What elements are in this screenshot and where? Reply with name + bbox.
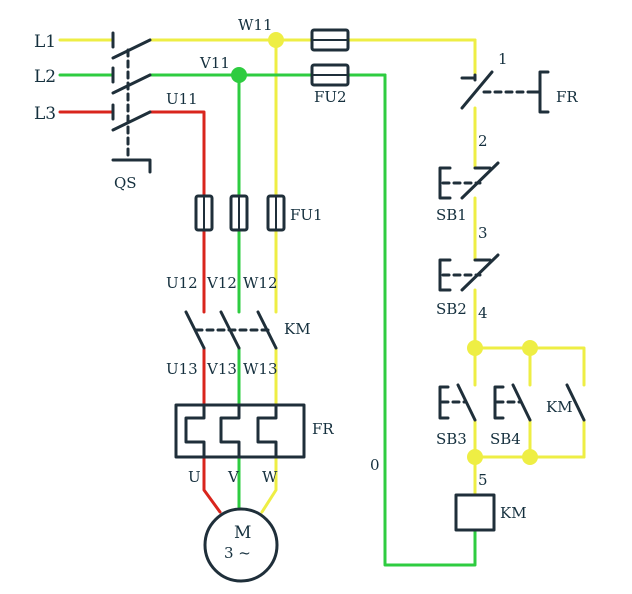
motor	[203, 507, 279, 583]
wires-l3	[58, 110, 222, 514]
label-l3: L3	[34, 104, 56, 124]
km-aux-contact	[565, 383, 586, 422]
label-fr-main: FR	[312, 420, 334, 438]
label-qs: QS	[114, 174, 137, 192]
label-zero: 0	[370, 456, 380, 474]
wire-w-motor	[260, 455, 278, 514]
label-w13: W13	[243, 360, 278, 378]
label-sb4: SB4	[490, 430, 521, 448]
label-v11: V11	[199, 54, 230, 72]
wire-neutral-return	[383, 73, 477, 567]
junction-node4-right	[522, 340, 538, 356]
label-node2: 2	[478, 132, 488, 150]
junction-node4-left	[467, 340, 483, 356]
label-node5: 5	[478, 471, 488, 489]
wire-u-motor	[202, 455, 222, 514]
sb3-button	[438, 383, 477, 422]
label-w: W	[262, 468, 278, 486]
label-u11: U11	[166, 90, 198, 108]
label-u: U	[188, 468, 201, 486]
fu1-fuses	[194, 194, 286, 232]
fu2-fuses	[310, 28, 350, 87]
label-km-aux: KM	[546, 398, 573, 416]
label-fu2: FU2	[314, 88, 347, 106]
label-sb1: SB1	[436, 206, 467, 224]
label-sb2: SB2	[436, 300, 467, 318]
label-v13: V13	[206, 360, 237, 378]
sb4-button	[493, 383, 532, 422]
wires-l1	[58, 38, 477, 514]
label-w11: W11	[238, 16, 273, 34]
label-node1: 1	[498, 50, 508, 68]
km-main-contacts	[184, 310, 278, 350]
junction-node5-right	[522, 449, 538, 465]
fr-thermal-relay	[174, 403, 306, 459]
label-u13: U13	[166, 360, 198, 378]
junction-w11	[268, 32, 284, 48]
label-fr-ctrl: FR	[556, 88, 578, 106]
label-km-main: KM	[284, 320, 311, 338]
km-coil	[454, 493, 496, 532]
label-v: V	[227, 468, 240, 486]
junction-node5-left	[467, 449, 483, 465]
label-motor-m: M	[234, 523, 251, 543]
qs-switch	[111, 31, 152, 174]
wire-u11	[148, 110, 206, 198]
label-u12: U12	[166, 274, 198, 292]
label-l2: L2	[34, 67, 56, 87]
label-l1: L1	[34, 32, 56, 52]
label-km-coil: KM	[500, 504, 527, 522]
label-fu1: FU1	[290, 206, 323, 224]
wires-l2	[58, 73, 477, 567]
label-v12: V12	[206, 274, 237, 292]
junction-v11	[231, 67, 247, 83]
label-node4: 4	[478, 304, 488, 322]
label-motor-phase: 3 ~	[224, 544, 251, 562]
sb1-button	[438, 161, 500, 200]
fr-nc-contact	[460, 70, 550, 114]
wire-branch-top	[473, 346, 586, 387]
label-sb3: SB3	[436, 430, 467, 448]
label-node3: 3	[478, 224, 488, 242]
label-w12: W12	[243, 274, 278, 292]
sb2-button	[438, 253, 500, 292]
